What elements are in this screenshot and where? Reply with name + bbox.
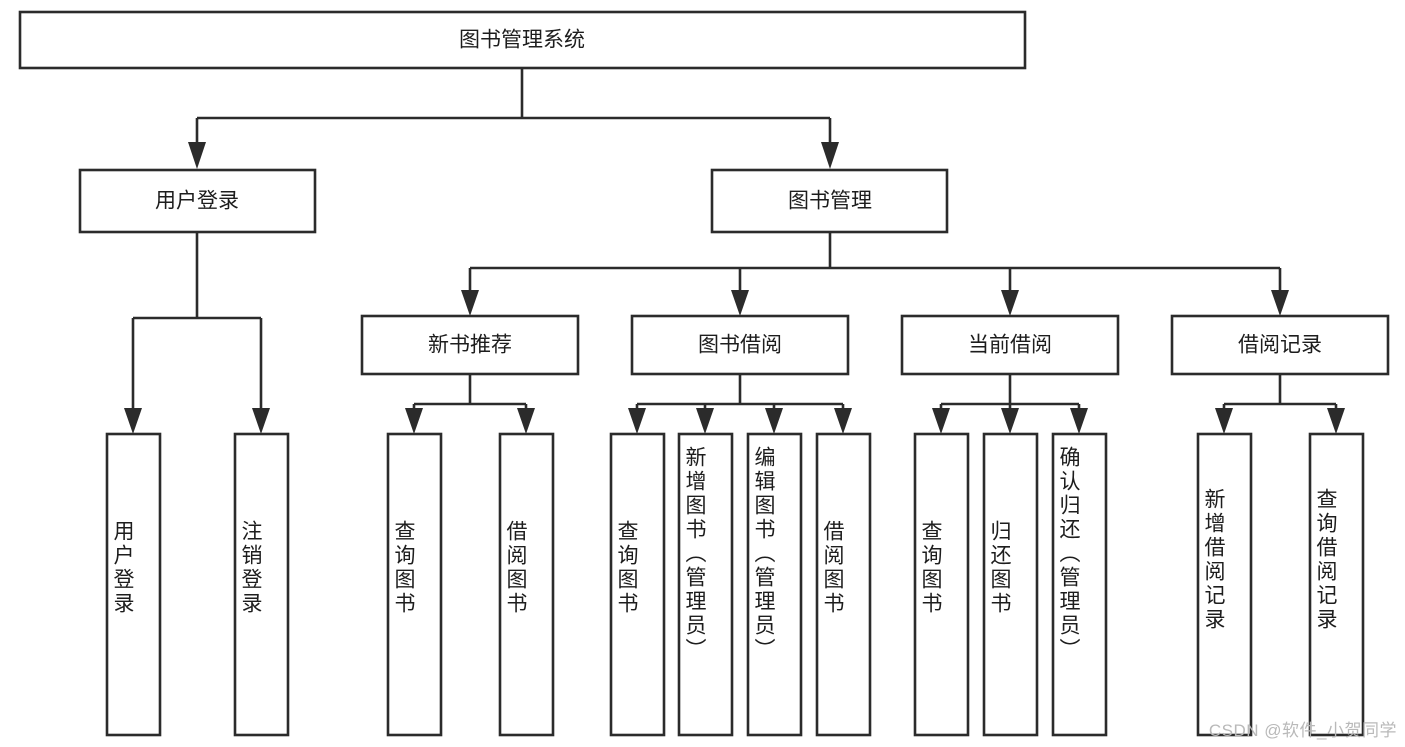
node-book-borrow-label: 图书借阅	[698, 334, 782, 357]
node-book-management[interactable]: 图书管理	[710, 168, 949, 234]
node-current-borrow-label: 当前借阅	[968, 334, 1052, 357]
node-new-book-recommend[interactable]: 新书推荐	[360, 314, 580, 376]
leaf-box-bookborrow-3[interactable]	[746, 432, 803, 737]
node-book-borrow[interactable]: 图书借阅	[630, 314, 850, 376]
node-borrow-record[interactable]: 借阅记录	[1170, 314, 1390, 376]
leaf-box-bookborrow-1[interactable]	[609, 432, 666, 737]
node-current-borrow[interactable]: 当前借阅	[900, 314, 1120, 376]
connector-userlogin-to-leaves	[124, 232, 270, 434]
leaf-box-borrowrecord-1[interactable]	[1196, 432, 1253, 737]
leaf-box-newbook-2[interactable]	[498, 432, 555, 737]
connector-currentborrow-to-leaves	[932, 374, 1088, 434]
leaf-box-borrowrecord-2[interactable]	[1308, 432, 1365, 737]
node-new-book-recommend-label: 新书推荐	[428, 334, 512, 357]
leaf-box-user-login-1[interactable]	[105, 432, 162, 737]
leaf-box-currentborrow-2[interactable]	[982, 432, 1039, 737]
node-root[interactable]: 图书管理系统	[18, 10, 1027, 70]
leaf-box-user-login-2[interactable]	[233, 432, 290, 737]
node-user-login[interactable]: 用户登录	[78, 168, 317, 234]
connector-borrowrecord-to-leaves	[1215, 374, 1345, 434]
node-root-label: 图书管理系统	[459, 29, 585, 52]
connector-bookmgmt-to-level3	[461, 232, 1289, 316]
connector-root-to-level2	[188, 68, 839, 169]
leaf-box-newbook-1[interactable]	[386, 432, 443, 737]
leaf-box-bookborrow-4[interactable]	[815, 432, 872, 737]
connector-newbook-to-leaves	[405, 374, 535, 434]
leaf-box-currentborrow-1[interactable]	[913, 432, 970, 737]
node-user-login-label: 用户登录	[155, 190, 239, 213]
node-borrow-record-label: 借阅记录	[1238, 334, 1322, 357]
connector-bookborrow-to-leaves	[628, 374, 852, 434]
leaf-box-bookborrow-2[interactable]	[677, 432, 734, 737]
leaf-box-currentborrow-3[interactable]	[1051, 432, 1108, 737]
node-book-management-label: 图书管理	[788, 190, 872, 213]
